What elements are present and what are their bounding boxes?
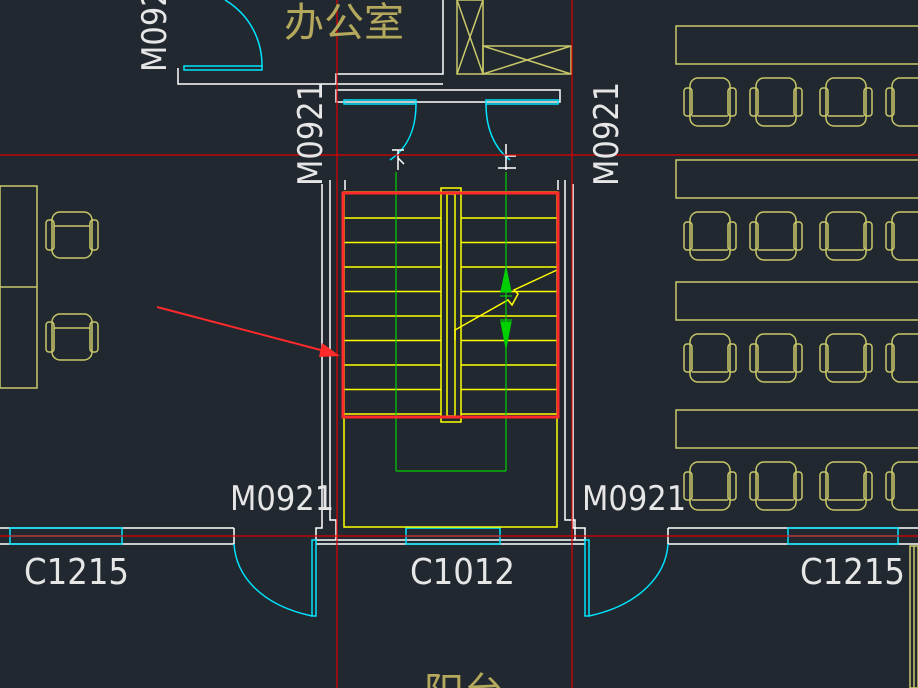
door-label-lower-right: M0921: [582, 479, 686, 519]
chair-row: [683, 333, 918, 383]
chair-left-1: [45, 211, 99, 259]
highlight: [156, 191, 560, 419]
door-label-mid-left: M0921: [291, 82, 331, 186]
door-label-top-left: M0921: [135, 0, 175, 72]
stair-direction-marks: [392, 144, 516, 170]
chair-row: [683, 461, 918, 511]
window-label-right: C1215: [800, 552, 905, 593]
stair-path: [395, 172, 512, 472]
stair: [343, 187, 558, 528]
door-label-lower-left: M0921: [230, 479, 334, 519]
chair-row: [683, 77, 918, 127]
window-label-center: C1012: [410, 552, 515, 593]
office-shelf: [456, 0, 572, 75]
room-label-balcony: 阳台: [424, 670, 504, 688]
highlight-arrow-head: [319, 343, 340, 357]
highlight-box: [341, 191, 560, 419]
door-label-mid-right: M0921: [587, 82, 627, 186]
room-label-office: 办公室: [284, 0, 404, 46]
chair-row: [683, 211, 918, 261]
meeting-room: [675, 25, 918, 688]
left-desk: [0, 185, 99, 389]
window-label-left: C1215: [24, 552, 129, 593]
highlight-arrow-shaft: [156, 306, 333, 354]
doors: [183, 0, 669, 617]
chair-left-2: [45, 313, 99, 361]
